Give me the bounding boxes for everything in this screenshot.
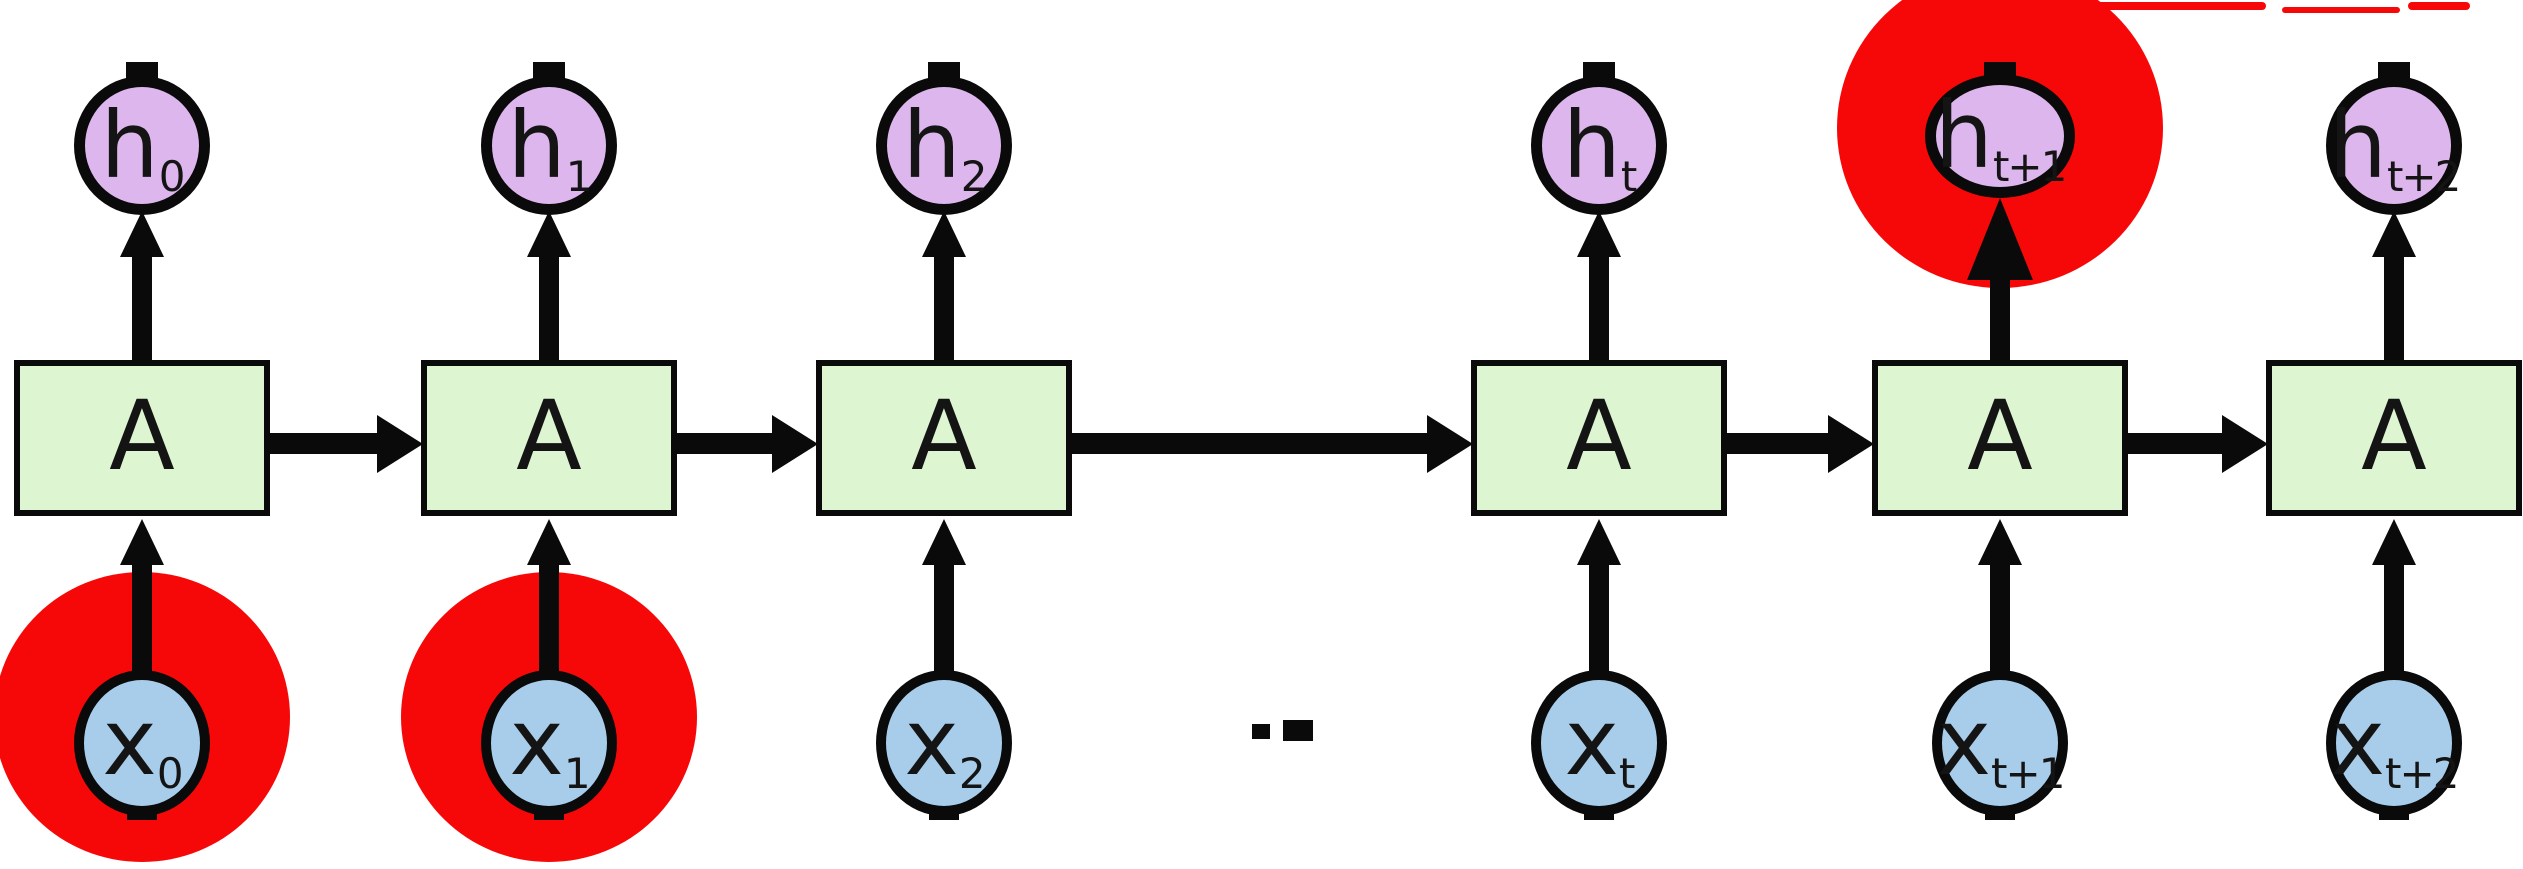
hidden-node-label-subscript: t+2	[2386, 151, 2461, 201]
input-node-label: x2	[904, 697, 985, 795]
rnn-cell-box: A	[421, 360, 677, 516]
cell-to-cell-arrowhead	[1427, 415, 1473, 473]
rnn-cell-box: A	[816, 360, 1072, 516]
hidden-node-label-base: h	[1934, 82, 1993, 189]
hidden-node-label: h1	[507, 99, 592, 197]
cell-to-cell-arrow	[270, 433, 383, 454]
ellipsis-dot	[1252, 724, 1270, 739]
rnn-cell-label: A	[1566, 380, 1632, 492]
input-node-label: x0	[102, 697, 183, 795]
cell-to-cell-arrow	[2128, 433, 2228, 454]
input-node-label-base: x	[1564, 689, 1619, 796]
input-node-label: xt+2	[2331, 697, 2460, 795]
hidden-node: ht	[1531, 76, 1667, 215]
cell-to-hidden-arrow	[1589, 248, 1609, 362]
input-node-label-subscript: 2	[958, 749, 986, 798]
input-to-cell-arrow	[132, 556, 152, 674]
hidden-node-label-subscript: 1	[565, 151, 593, 201]
input-to-cell-arrow	[934, 556, 954, 674]
cell-to-hidden-arrow	[1990, 262, 2010, 362]
input-node-label: xt	[1565, 697, 1636, 795]
highlight-scribble-stroke	[2088, 2, 2266, 10]
rnn-cell-label: A	[516, 380, 582, 492]
hidden-node-label: h0	[100, 99, 185, 197]
hidden-node: h1	[481, 76, 617, 215]
hidden-node: ht+1	[1925, 74, 2075, 198]
input-node: xt	[1531, 670, 1667, 816]
rnn-cell-label: A	[2361, 380, 2427, 492]
hidden-node-label: ht	[1563, 99, 1638, 197]
cell-to-cell-arrowhead	[2222, 415, 2268, 473]
hidden-node-label: ht+2	[2329, 99, 2462, 197]
cell-to-cell-arrowhead	[377, 415, 423, 473]
input-node-label-subscript: t+2	[2385, 749, 2459, 798]
input-node: xt+2	[2326, 670, 2462, 816]
input-node-label-base: x	[904, 689, 959, 796]
input-node: x0	[74, 670, 210, 816]
hidden-node-label-base: h	[507, 91, 566, 199]
input-node: xt+1	[1932, 670, 2068, 816]
cell-to-hidden-arrow	[934, 248, 954, 362]
rnn-cell-box: A	[1872, 360, 2128, 516]
cell-to-hidden-arrow	[2384, 248, 2404, 362]
hidden-node-label-subscript: 0	[158, 151, 186, 201]
hidden-node-label: h2	[902, 99, 987, 197]
input-node-label-base: x	[2330, 689, 2386, 796]
hidden-node-label-subscript: 2	[960, 151, 988, 201]
highlight-scribble-stroke	[2408, 2, 2470, 10]
rnn-cell-box: A	[14, 360, 270, 516]
input-node-label-base: x	[102, 689, 157, 796]
rnn-cell-label: A	[911, 380, 977, 492]
rnn-cell-label: A	[1967, 380, 2033, 492]
ellipsis	[1250, 715, 1320, 745]
cell-to-cell-arrow	[677, 433, 778, 454]
highlight-scribble-stroke	[2282, 7, 2400, 13]
cell-to-cell-arrow	[1072, 433, 1433, 454]
input-node: x1	[481, 670, 617, 816]
hidden-node: ht+2	[2326, 76, 2462, 215]
input-to-cell-arrow	[2384, 556, 2404, 674]
rnn-cell-box: A	[2266, 360, 2522, 516]
hidden-node-label-subscript: t	[1620, 151, 1638, 201]
input-node-label: x1	[509, 697, 590, 795]
input-node: x2	[876, 670, 1012, 816]
input-to-cell-arrow	[1589, 556, 1609, 674]
input-node-label-subscript: t	[1618, 749, 1636, 798]
ellipsis-dot	[1283, 720, 1313, 741]
hidden-node-label-base: h	[902, 91, 961, 199]
hidden-node-label-subscript: t+1	[1992, 142, 2067, 191]
input-node-label-subscript: 0	[156, 749, 184, 798]
input-to-cell-arrow	[539, 556, 559, 674]
cell-to-hidden-arrow	[539, 248, 559, 362]
input-node-label-base: x	[509, 689, 564, 796]
hidden-node-label-base: h	[1562, 91, 1621, 199]
cell-to-hidden-arrow	[132, 248, 152, 362]
hidden-node-label: ht+1	[1935, 90, 2068, 188]
input-node-label-subscript: t+1	[1991, 749, 2065, 798]
hidden-node-label-base: h	[100, 91, 159, 199]
input-node-label-base: x	[1936, 689, 1992, 796]
cell-to-cell-arrow	[1727, 433, 1834, 454]
input-node-label-subscript: 1	[563, 749, 591, 798]
cell-to-cell-arrowhead	[1828, 415, 1874, 473]
input-node-label: xt+1	[1937, 697, 2066, 795]
hidden-node: h2	[876, 76, 1012, 215]
cell-to-cell-arrowhead	[772, 415, 818, 473]
hidden-node: h0	[74, 76, 210, 215]
rnn-cell-box: A	[1471, 360, 1727, 516]
hidden-node-label-base: h	[2328, 91, 2387, 199]
input-to-cell-arrow	[1990, 556, 2010, 674]
rnn-cell-label: A	[109, 380, 175, 492]
